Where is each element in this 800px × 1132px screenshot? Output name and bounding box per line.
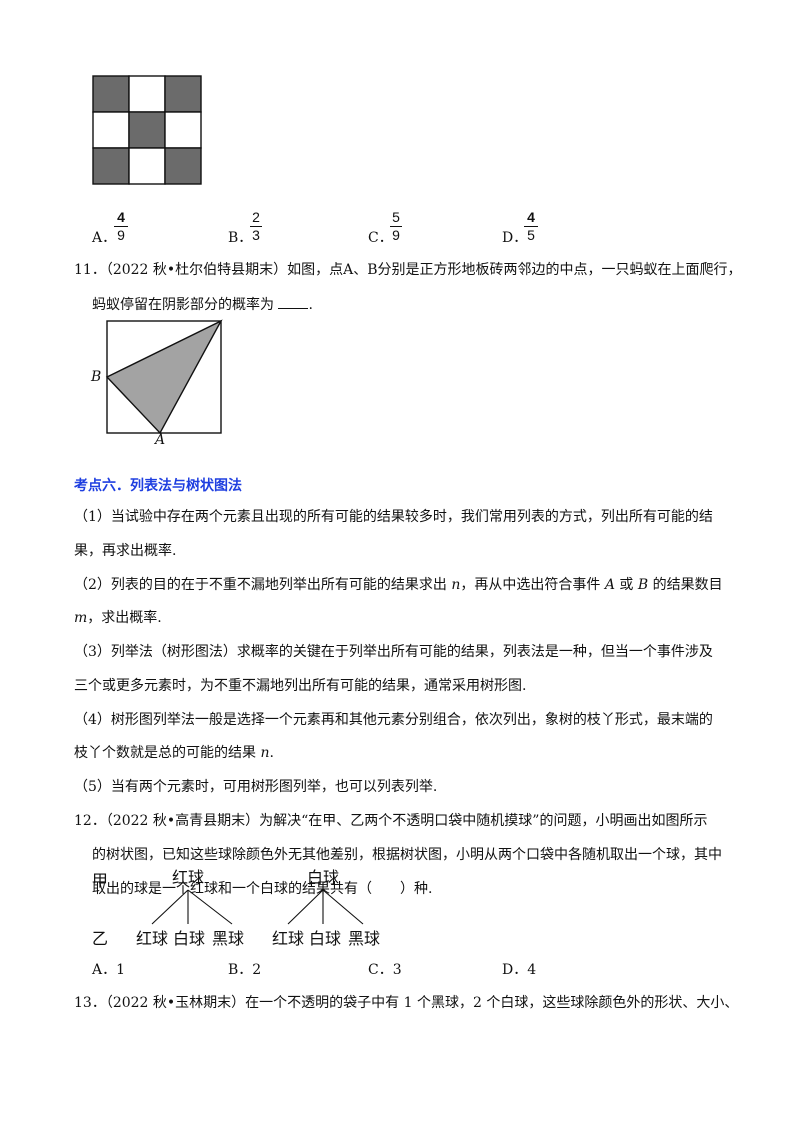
q10-option-d-fraction: 4 5 [524,210,538,243]
q11-text-line1: 11．（2022 秋•杜尔伯特县期末）如图，点A、B分别是正方形地板砖两邻边的中… [74,262,742,278]
q12-option-c: C．3 [368,962,402,978]
point-a-label: A [155,432,166,448]
cell-r3c2 [128,147,166,185]
q12-option-a: A．1 [92,962,126,978]
var-m: m [74,610,88,626]
denominator: 3 [252,227,260,243]
cell-r3c3 [164,147,202,185]
cell-r2c2 [128,111,166,149]
cell-r2c3 [164,111,202,149]
tree-branches [151,889,364,925]
var-b: B [637,577,649,593]
cell-r1c3 [164,75,202,113]
branch-2c [322,889,364,925]
shaded-triangle [105,319,223,435]
cell-r1c1 [92,75,130,113]
cell-r3c1 [92,147,130,185]
text: 或 [614,577,638,593]
answer-blank [278,294,309,309]
q12-text-line2: 的树状图，已知这些球除颜色外无其他差别，根据树状图，小明从两个口袋中各随机取出一… [92,847,722,863]
point-b-label: B [91,369,102,385]
tree1-leaf-white: 白球 [173,929,206,948]
q10-option-b-fraction: 2 3 [250,210,262,243]
q12-option-d: D．4 [502,962,537,978]
q12-text-line1: 12．（2022 秋•高青县期末）为解决“在甲、乙两个不透明口袋中随机摸球”的问… [74,813,708,829]
text: 枝丫个数就是总的可能的结果 [74,745,261,761]
q13-text-line1: 13．（2022 秋•玉林期末）在一个不透明的袋子中有 1 个黑球，2 个白球，… [74,995,739,1011]
q12-text-line3: 取出的球是一个红球和一个白球的结果共有（ ）种. [92,881,433,897]
cell-r1c2 [128,75,166,113]
var-a: A [604,577,615,593]
fraction-bar [250,226,262,227]
q10-option-a-label: A． [92,230,117,246]
tree2-leaf-white: 白球 [309,929,342,948]
tree1-leaf-red: 红球 [136,929,169,948]
text: ，求出概率. [87,610,162,626]
numerator: 5 [392,209,400,225]
q11-text-line2: 蚂蚁停留在阴影部分的概率为 . [92,294,313,315]
section6-p5: （5）当有两个元素时，可用树形图列举，也可以列表列举. [74,779,438,795]
bag-jia-label: 甲 [92,871,109,890]
text: 的结果数目 [648,577,723,593]
numerator: 2 [252,209,260,225]
branch-1a [151,889,189,925]
cell-r2c1 [92,111,130,149]
q10-option-d-label: D． [502,230,528,246]
text: ，再从中选出符合事件 [460,577,605,593]
section6-p4-line2: 枝丫个数就是总的可能的结果 n. [74,743,274,763]
text: . [269,745,274,761]
q10-option-c-fraction: 5 9 [390,210,402,243]
tree2-leaf-black: 黑球 [348,929,381,948]
section-title: 考点六．列表法与树状图法 [74,478,242,494]
section6-p3-line1: （3）列举法（树形图法）求概率的关键在于列举出所有可能的结果，列表法是一种，但当… [74,644,713,660]
var-n: n [451,577,461,593]
section6-p2-line2: m，求出概率. [74,608,162,628]
bag-yi-label: 乙 [92,929,109,948]
section6-p1-line2: 果，再求出概率. [74,543,177,559]
denominator: 9 [117,227,125,243]
square-tile-figure [105,319,223,435]
tree1-root: 红球 [172,868,205,887]
branch-1c [187,889,233,925]
var-n: n [260,745,270,761]
fraction-bar [390,226,402,227]
q12-option-b: B．2 [228,962,262,978]
denominator: 9 [392,227,400,243]
checkerboard-figure [92,75,202,185]
section6-p3-line2: 三个或更多元素时，为不重不漏地列出所有可能的结果，通常采用树形图. [74,678,527,694]
q11-text-suffix: . [308,297,313,313]
fraction-bar [524,226,538,227]
q11-text-prefix: 蚂蚁停留在阴影部分的概率为 [92,297,279,313]
section6-p4-line1: （4）树形图列举法一般是选择一个元素再和其他元素分别组合，依次列出，象树的枝丫形… [74,712,713,728]
denominator: 5 [527,227,535,243]
numerator: 4 [117,209,125,225]
tree2-root: 白球 [307,868,340,887]
q10-option-b-label: B． [228,230,253,246]
tree1-leaf-black: 黑球 [212,929,245,948]
q10-option-a-fraction: 4 9 [114,210,128,243]
numerator: 4 [527,209,535,225]
section6-p2-line1: （2）列表的目的在于不重不漏地列举出所有可能的结果求出 n，再从中选出符合事件 … [74,575,723,595]
branch-2a [287,889,324,925]
text: （2）列表的目的在于不重不漏地列举出所有可能的结果求出 [74,577,452,593]
tree2-leaf-red: 红球 [272,929,305,948]
fraction-bar [114,226,128,227]
q10-option-c-label: C． [368,230,393,246]
section6-p1-line1: （1）当试验中存在两个元素且出现的所有可能的结果较多时，我们常用列表的方式，列出… [74,509,713,525]
